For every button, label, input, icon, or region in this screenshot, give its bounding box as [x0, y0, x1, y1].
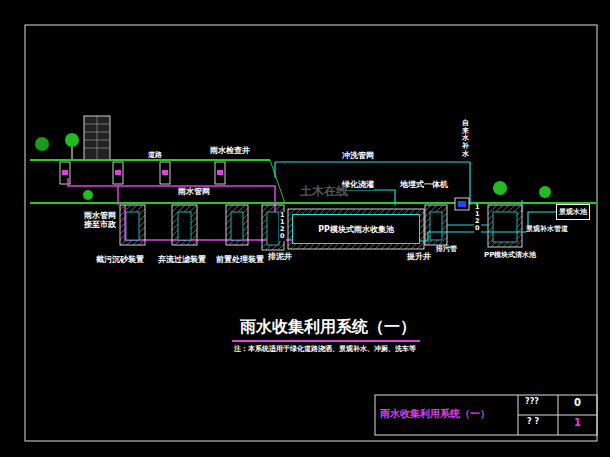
node-text: 景观水池: [559, 207, 587, 217]
node-text: PP模块式雨水收集池: [318, 224, 394, 235]
titleblock-cell: 1: [574, 417, 581, 428]
titleblock-cell: ???: [525, 398, 539, 407]
watermark: 土木在线: [300, 185, 348, 198]
dimension: 1120: [279, 212, 286, 241]
pipe-label: 排污管: [436, 246, 457, 254]
titleblock-cell: 0: [574, 397, 581, 408]
well-label: 雨水检查井: [210, 147, 250, 156]
drawing-title: 雨水收集利用系统（一）: [240, 318, 416, 336]
titleblock-cell: ? ?: [527, 418, 539, 427]
pipe-label: 雨水管网: [178, 188, 210, 197]
outlet-label: 雨水管网 接至市政: [84, 212, 118, 230]
device-label: 前置处理装置: [216, 256, 264, 265]
device-label: 截污沉砂装置: [96, 256, 144, 265]
dimension: 1120: [474, 204, 481, 233]
pipe-label: 冲洗管网: [342, 152, 374, 161]
drawing-note: 注：本系统适用于绿化道路浇洒、景观补水、冲厕、洗车等: [234, 346, 416, 354]
titleblock-title: 雨水收集利用系统（一）: [380, 408, 490, 419]
device-label: 弃流过滤装置: [158, 256, 206, 265]
road-label: 道路: [148, 152, 162, 160]
tank-box: PP模块式雨水收集池: [292, 214, 420, 244]
pipe-label: 景观补水管道: [526, 226, 568, 234]
tank-label: PP模块式清水池: [484, 252, 536, 260]
supply-label: 自来水补水: [462, 120, 469, 158]
machine-label: 地埋式一体机: [400, 181, 448, 190]
pool-box: 景观水池: [556, 204, 590, 220]
well-label: 排泥井: [268, 253, 292, 262]
well-label: 提升井: [407, 253, 431, 262]
